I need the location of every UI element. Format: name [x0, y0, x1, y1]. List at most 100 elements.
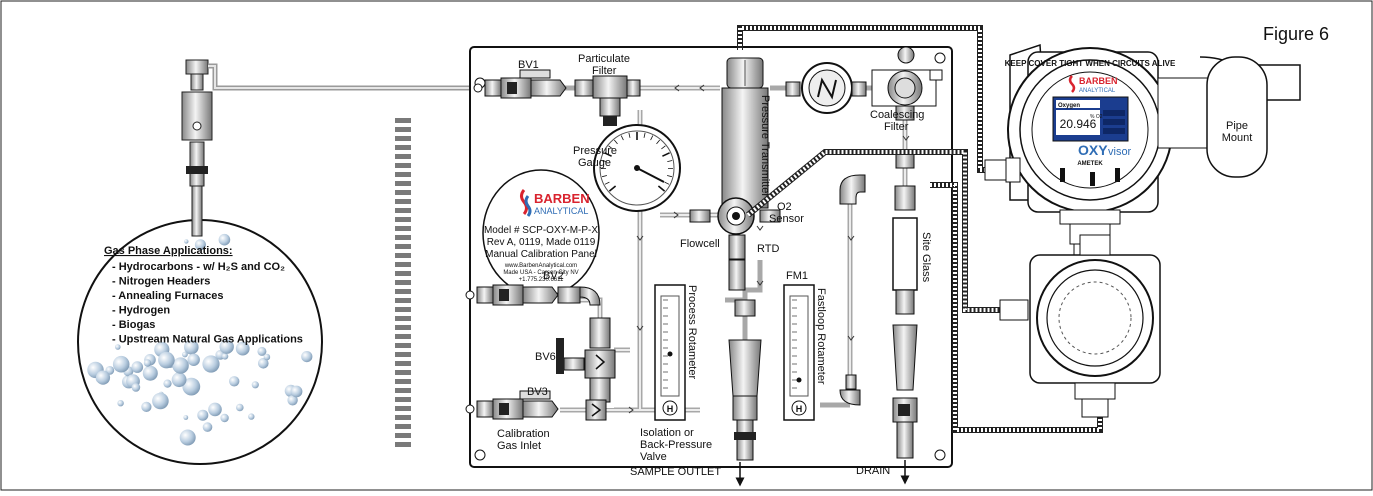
bubble	[182, 352, 188, 358]
bv6-label: BV6	[535, 351, 556, 363]
gas-phase-title: Gas Phase Applications:	[104, 245, 233, 257]
separator-dash	[395, 361, 411, 366]
analyzer-screen-title: Oxygen	[1058, 103, 1080, 109]
separator-dash	[395, 244, 411, 249]
isolation-label-2: Back-Pressure	[640, 439, 712, 451]
analyzer-button[interactable]	[1090, 172, 1095, 186]
particulate-filter-label-1: Particulate	[578, 53, 630, 65]
pipe-mount-label-1: Pipe	[1226, 120, 1248, 132]
separator-dash	[395, 253, 411, 258]
nameplate-line-3: Manual Calibration Panel	[485, 249, 597, 260]
flowcell-label: Flowcell	[680, 238, 720, 250]
process-rotameter-label: Process Rotameter	[686, 285, 698, 379]
probe-tube	[192, 186, 202, 236]
junction-box	[1000, 235, 1160, 417]
pressure-gauge-label-1: Pressure	[573, 145, 617, 157]
analyzer-button[interactable]	[1060, 168, 1065, 182]
separator-dash	[395, 388, 411, 393]
probe-valve-body	[182, 92, 212, 140]
process-rotameter: H	[655, 285, 685, 420]
nameplate-small-1: www.BarbenAnalytical.com	[504, 263, 577, 269]
section-separator	[395, 118, 411, 447]
bubble	[144, 359, 151, 366]
bubble	[197, 410, 208, 421]
nameplate-brand-bottom: ANALYTICAL	[534, 206, 588, 216]
bv3-label: BV3	[527, 386, 548, 398]
bubble	[163, 380, 171, 388]
bv2-label: BV2	[543, 270, 564, 282]
separator-dash	[395, 217, 411, 222]
mount-hole	[935, 53, 945, 63]
gas-phase-item: - Hydrogen	[112, 305, 170, 317]
bubble	[219, 234, 231, 246]
bubble	[203, 422, 213, 432]
separator-dash	[395, 325, 411, 330]
analyzer-ring-text: KEEP COVER TIGHT WHEN CIRCUITS ALIVE	[1005, 59, 1176, 68]
separator-dash	[395, 307, 411, 312]
bubble	[143, 366, 158, 381]
separator-dash	[395, 289, 411, 294]
oxyvisor-analyzer: KEEP COVER TIGHT WHEN CIRCUITS ALIVE BAR…	[985, 45, 1300, 256]
mount-hole	[475, 450, 485, 460]
particulate-filter-label-2: Filter	[592, 65, 617, 77]
probe-valve-port	[193, 122, 201, 130]
separator-dash	[395, 199, 411, 204]
nameplate-line-1: Model # SCP-OXY-M-P-X	[484, 225, 598, 236]
process-pipe-section: Gas Phase Applications: - Hydrocarbons -…	[78, 60, 472, 464]
separator-dash	[395, 127, 411, 132]
pressure-gauge-label-2: Gauge	[578, 157, 611, 169]
site-glass-label: Site Glass	[920, 232, 932, 283]
separator-dash	[395, 379, 411, 384]
probe-nut	[186, 166, 208, 174]
analyzer-button[interactable]	[1115, 168, 1120, 182]
separator-dash	[395, 397, 411, 402]
bubble	[180, 430, 196, 446]
separator-dash	[395, 415, 411, 420]
separator-dash	[395, 154, 411, 159]
pipe-mount-label-2: Mount	[1222, 132, 1253, 144]
bubble	[236, 404, 244, 412]
separator-dash	[395, 181, 411, 186]
bubble	[229, 376, 239, 386]
o2-sensor-label-1: O2	[777, 201, 792, 213]
separator-dash	[395, 172, 411, 177]
bubble	[152, 393, 169, 410]
separator-dash	[395, 163, 411, 168]
bubble	[141, 402, 151, 412]
gas-phase-item: - Biogas	[112, 319, 155, 331]
nameplate-line-2: Rev A, 0119, Made 0119	[487, 237, 596, 248]
fastloop-rotameter-label: Fastloop Rotameter	[815, 288, 827, 385]
rotameter-h-icon: H	[796, 404, 803, 414]
isolation-label-1: Isolation or	[640, 427, 694, 439]
mount-hole	[935, 450, 945, 460]
fm1-label: FM1	[786, 270, 808, 282]
bubble	[172, 372, 187, 387]
sample-outlet-label: SAMPLE OUTLET	[630, 466, 721, 478]
calibration-inlet-label-1: Calibration	[497, 428, 550, 440]
calibration-panel: BV1 Particulate Filter Pressure Transmit…	[466, 47, 952, 482]
bubble	[117, 400, 123, 406]
analyzer-brand-top: BARBEN	[1079, 76, 1118, 86]
bubble	[96, 371, 110, 385]
nameplate-brand-top: BARBEN	[534, 191, 590, 206]
drain-label: DRAIN	[856, 465, 890, 477]
coalescing-filter-label-2: Filter	[884, 121, 909, 133]
bubble	[132, 383, 141, 392]
separator-dash	[395, 424, 411, 429]
probe-stem	[190, 142, 204, 186]
bubble	[172, 357, 188, 373]
separator-dash	[395, 442, 411, 447]
separator-dash	[395, 190, 411, 195]
separator-dash	[395, 136, 411, 141]
pressure-transmitter-label: Pressure Transmitter	[759, 95, 771, 197]
coalescing-filter-label-1: Coalescing	[870, 109, 924, 121]
gas-phase-item: - Annealing Furnaces	[112, 290, 223, 302]
bubble	[252, 381, 259, 388]
sample-line-probe-to-panel	[208, 66, 472, 88]
analyzer-screen-unit: % O2	[1090, 114, 1103, 120]
gas-phase-item: - Upstream Natural Gas Applications	[112, 334, 303, 346]
probe-top-fitting	[191, 72, 203, 90]
gas-phase-item: - Nitrogen Headers	[112, 276, 210, 288]
bubble	[113, 356, 130, 373]
